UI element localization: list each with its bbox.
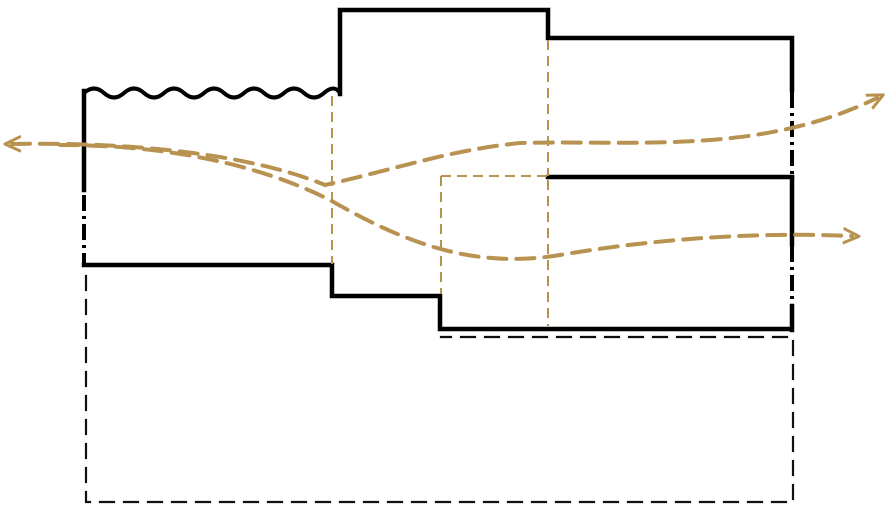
circulation-arrows bbox=[12, 98, 877, 261]
circulation-path-upper bbox=[12, 98, 877, 188]
lower-dashed-area bbox=[84, 274, 795, 504]
wavy-edge bbox=[82, 86, 342, 100]
internal-partition-lines bbox=[331, 40, 549, 326]
dash-dot-openings bbox=[82, 92, 794, 304]
circulation-path-lower bbox=[58, 143, 852, 261]
wall-outline bbox=[81, 7, 795, 333]
